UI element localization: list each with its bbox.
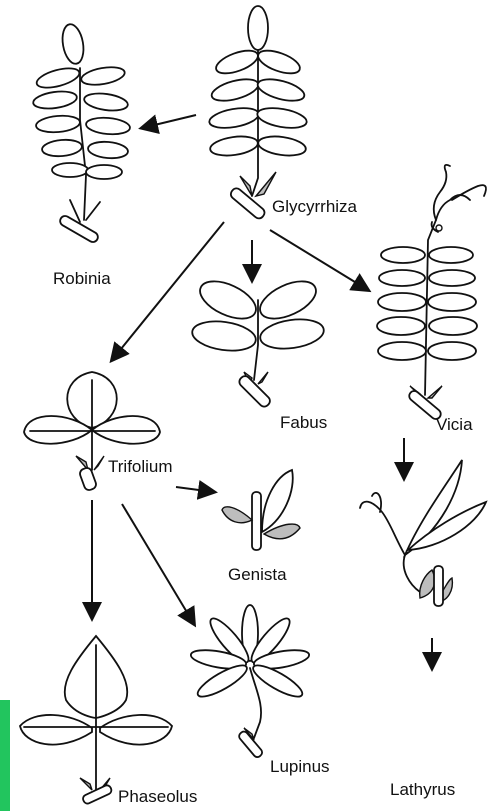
label-fabus: Fabus — [280, 413, 327, 432]
lathyrus-leaf — [360, 460, 486, 606]
genista-leaf — [222, 470, 300, 550]
arrow-glycyrrhiza-to-robinia — [142, 115, 196, 128]
arrow-trifolium-to-genista — [176, 487, 214, 492]
arrow-trifolium-to-lupinus — [122, 504, 194, 624]
label-vicia: Vicia — [436, 415, 473, 434]
label-trifolium: Trifolium — [108, 457, 173, 476]
arrow-glycyrrhiza-to-vicia — [270, 230, 368, 290]
label-robinia: Robinia — [53, 269, 111, 288]
label-genista: Genista — [228, 565, 287, 584]
fabus-leaf — [190, 274, 325, 409]
label-lathyrus: Lathyrus — [390, 780, 455, 799]
lupinus-leaf — [190, 605, 311, 759]
vicia-leaf — [377, 165, 486, 421]
label-glycyrrhiza: Glycyrrhiza — [272, 197, 358, 216]
glycyrrhiza-leaf — [208, 6, 308, 220]
phaseolus-leaf — [20, 636, 172, 805]
label-phaseolus: Phaseolus — [118, 787, 197, 806]
robinia-leaf — [32, 23, 131, 244]
label-lupinus: Lupinus — [270, 757, 330, 776]
